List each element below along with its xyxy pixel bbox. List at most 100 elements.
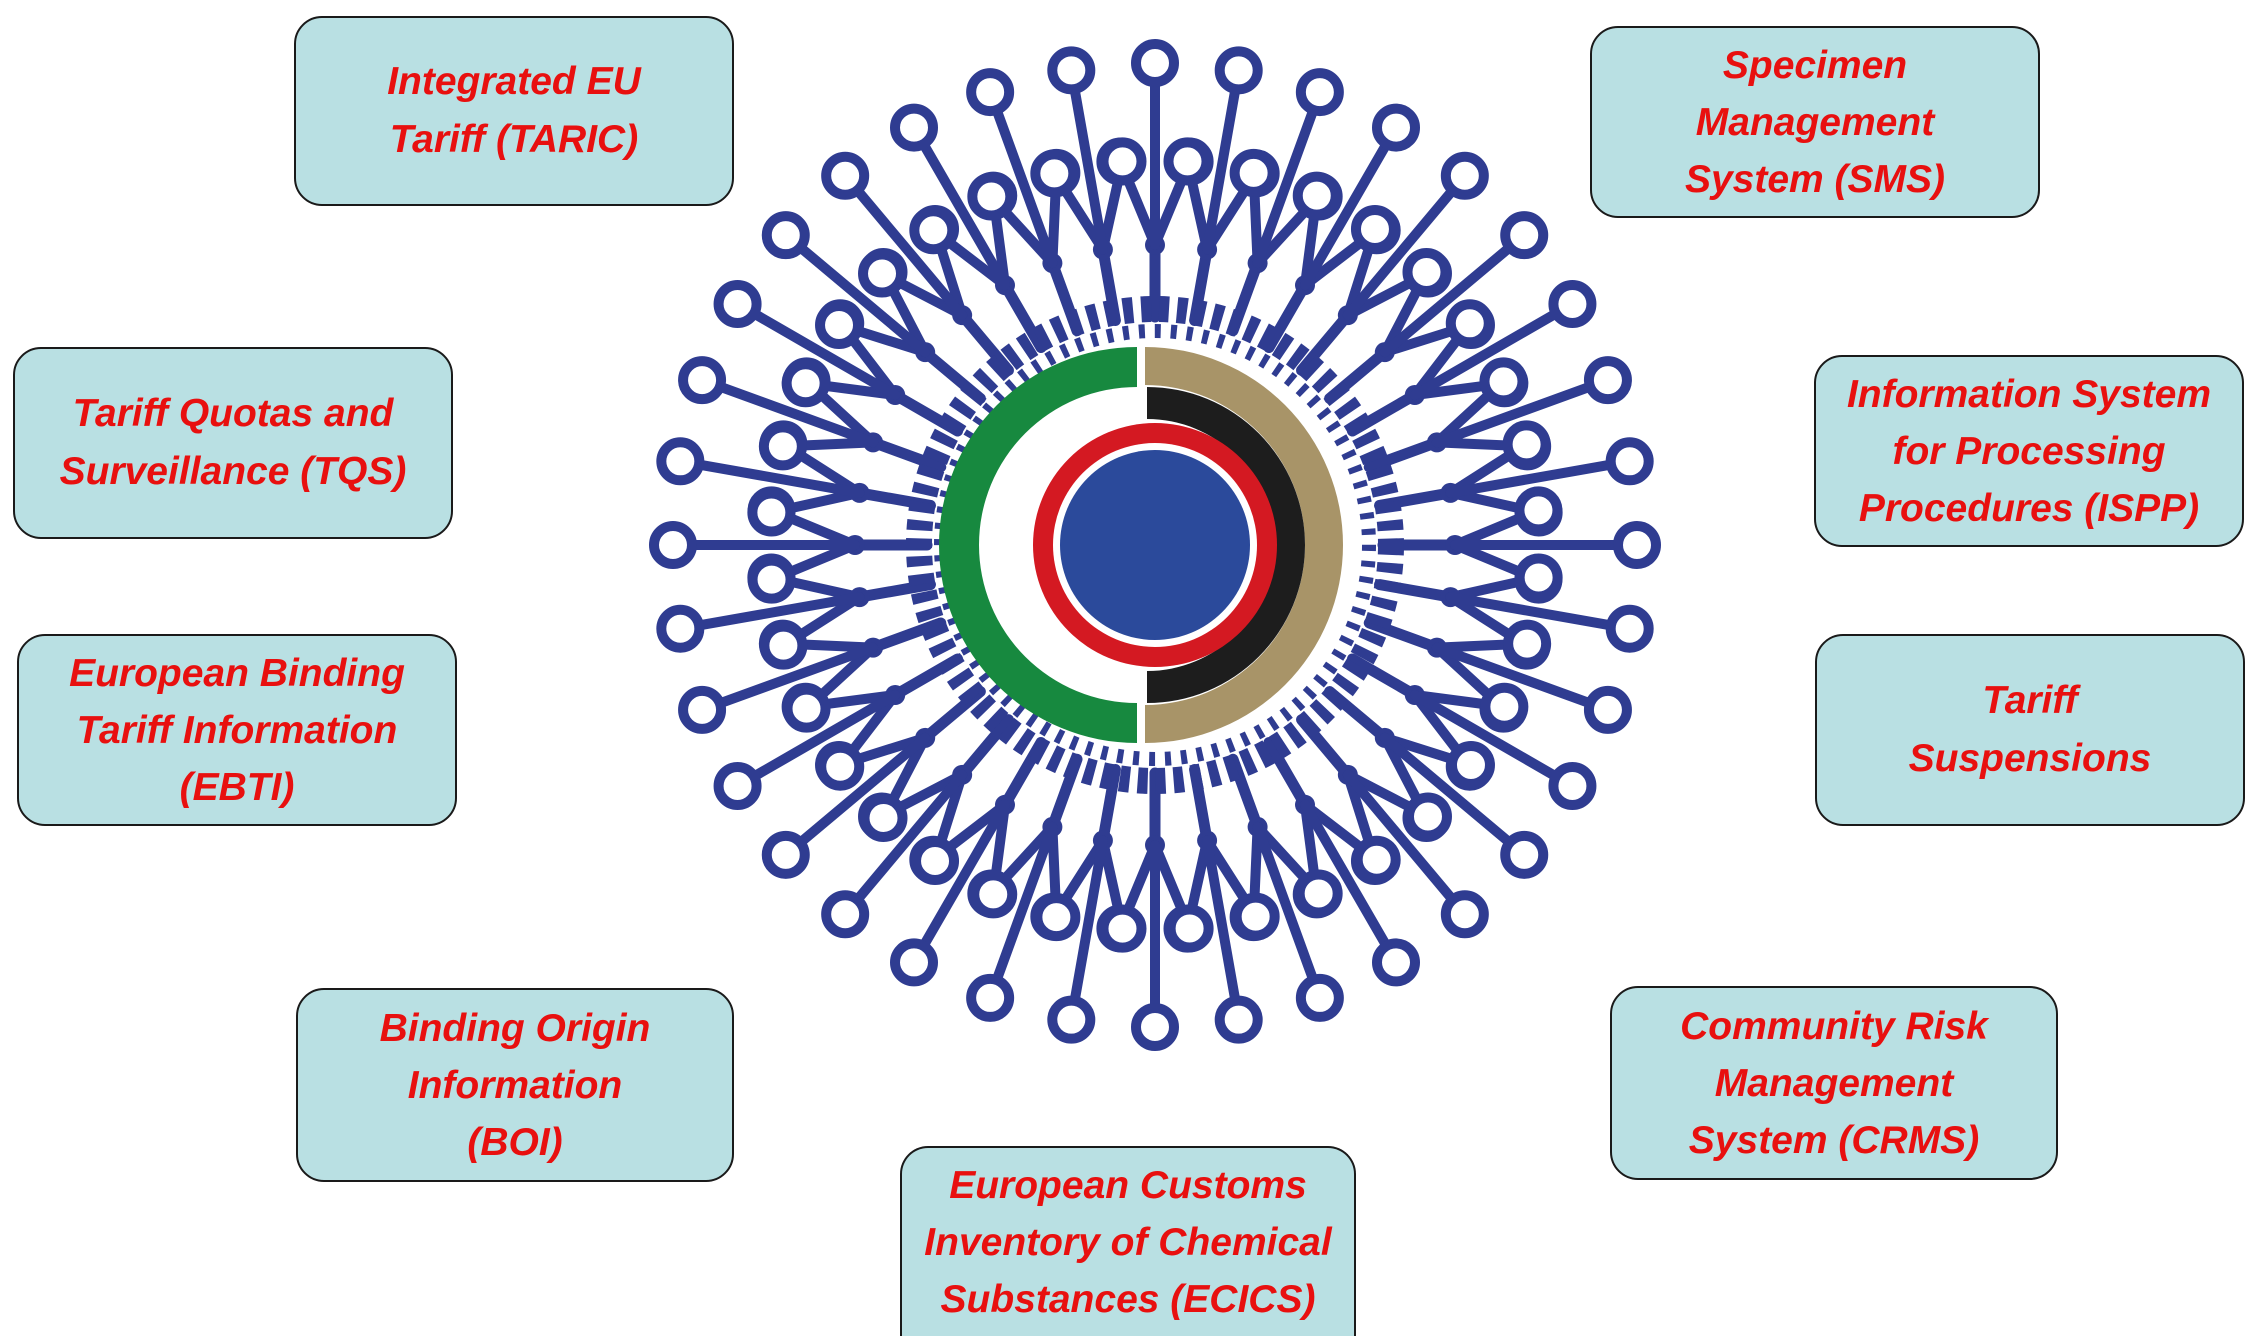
branch-node	[1295, 973, 1344, 1022]
box-boi-line-2: Information	[407, 1063, 623, 1107]
branch-node	[761, 211, 810, 260]
box-sms-line-3: System (SMS)	[1684, 157, 1946, 201]
branch-fork	[1252, 821, 1325, 1003]
box-tariff-suspensions: Tariff Suspensions	[1815, 634, 2245, 826]
branch-fork	[1066, 65, 1108, 255]
branch-node	[890, 103, 938, 152]
branch-node	[781, 359, 830, 408]
branch-fork	[1300, 122, 1401, 291]
black-arc	[1147, 387, 1305, 703]
branch-fork	[1202, 835, 1244, 1025]
branch-node	[1372, 938, 1420, 987]
branch-node	[1605, 604, 1654, 653]
branch-node	[1295, 68, 1344, 117]
branch-node	[1480, 682, 1529, 731]
box-ebti-line-3: (EBTI)	[179, 765, 295, 809]
branch-node	[713, 762, 762, 810]
branch-stem	[1263, 736, 1311, 811]
branch-fork	[675, 456, 865, 498]
branch-stem	[1097, 764, 1121, 846]
branch-node	[1131, 39, 1179, 87]
box-crms-line-1: Community Risk	[1680, 1004, 1988, 1048]
branch-node	[1292, 171, 1341, 220]
branch-node	[1352, 835, 1401, 884]
branch-fork	[1445, 592, 1635, 634]
box-boi-line-3: (BOI)	[467, 1120, 563, 1164]
branch-node	[1214, 46, 1263, 95]
box-sms-line-1: Specimen	[1722, 43, 1908, 87]
branch-node	[713, 280, 762, 328]
branch-stem	[956, 714, 1014, 781]
branch-node	[1403, 792, 1452, 841]
emblem-core	[939, 340, 1360, 750]
box-crms-line-3: System (CRMS)	[1688, 1118, 1980, 1162]
branch-node	[761, 830, 810, 879]
branch-node	[816, 742, 865, 791]
branch-node	[747, 555, 796, 604]
branch-node	[1440, 151, 1489, 200]
branch-fork	[1445, 456, 1635, 498]
branch-node	[1514, 553, 1563, 602]
box-ecics-line-1: European Customs	[949, 1163, 1307, 1207]
box-ispp-line-2: for Processing	[1892, 429, 2166, 473]
branch-node	[1500, 830, 1549, 879]
blue-core	[1060, 450, 1250, 640]
branch-node	[1605, 437, 1654, 486]
box-tariff-suspensions-line-1: Tariff	[1982, 679, 2078, 722]
branch-node	[1098, 137, 1147, 186]
branch-fork	[1342, 170, 1470, 321]
branch-node	[1131, 1003, 1179, 1051]
branch-fork	[697, 642, 879, 715]
branch-node	[1583, 685, 1632, 734]
branch-node	[1350, 205, 1399, 254]
box-sms: Specimen Management System (SMS)	[1590, 26, 2040, 218]
branch-fork	[1431, 375, 1613, 448]
box-boi: Binding Origin Information (BOI)	[296, 988, 734, 1182]
branch-stem	[999, 279, 1047, 354]
branch-node	[656, 437, 705, 486]
branch-node	[1500, 211, 1549, 260]
branch-fork	[840, 769, 968, 920]
branch-node	[1445, 299, 1494, 348]
box-crms: Community Risk Management System (CRMS)	[1610, 986, 2058, 1180]
branch-node	[821, 151, 870, 200]
branch-stem	[1296, 309, 1354, 376]
branch-node	[782, 684, 831, 733]
branch-fork	[732, 690, 901, 791]
branch-node	[1294, 869, 1343, 918]
branch-node	[1613, 521, 1661, 569]
branch-fork	[1066, 835, 1108, 1025]
branch-fork	[1409, 690, 1578, 791]
branch-stem	[956, 309, 1014, 376]
branch-node	[890, 938, 938, 987]
box-ebti-line-2: Tariff Information	[76, 708, 398, 752]
branch-node	[758, 422, 807, 471]
dashed-ring	[906, 296, 1404, 794]
branch-stem	[1363, 436, 1443, 473]
box-taric-line-2: Tariff (TARIC)	[389, 118, 639, 161]
branch-fork	[780, 732, 931, 860]
branch-node	[1479, 357, 1528, 406]
branch-fork	[780, 230, 931, 358]
branch-node	[1548, 762, 1597, 810]
box-taric: Integrated EU Tariff (TARIC)	[294, 16, 734, 206]
branch-fork	[1379, 230, 1530, 358]
box-crms-line-2: Management	[1714, 1061, 1954, 1105]
box-ispp-line-3: Procedures (ISPP)	[1858, 486, 2200, 530]
branch-fork	[1300, 799, 1401, 968]
branch-node	[1514, 486, 1563, 535]
branch-node	[858, 249, 907, 298]
branch-node	[821, 890, 870, 939]
branch-fork	[909, 122, 1010, 291]
branch-node	[1440, 890, 1489, 939]
branch-node	[1372, 103, 1420, 152]
branch-node	[815, 301, 864, 350]
branch-node	[966, 973, 1015, 1022]
box-ecics: European Customs Inventory of Chemical S…	[900, 1146, 1356, 1336]
branch-fork	[985, 87, 1058, 269]
branch-node	[1502, 420, 1551, 469]
box-ispp: Information System for Processing Proced…	[1814, 355, 2244, 547]
branch-node	[969, 870, 1018, 919]
branch-node	[1446, 740, 1495, 789]
branch-stem	[867, 436, 947, 473]
